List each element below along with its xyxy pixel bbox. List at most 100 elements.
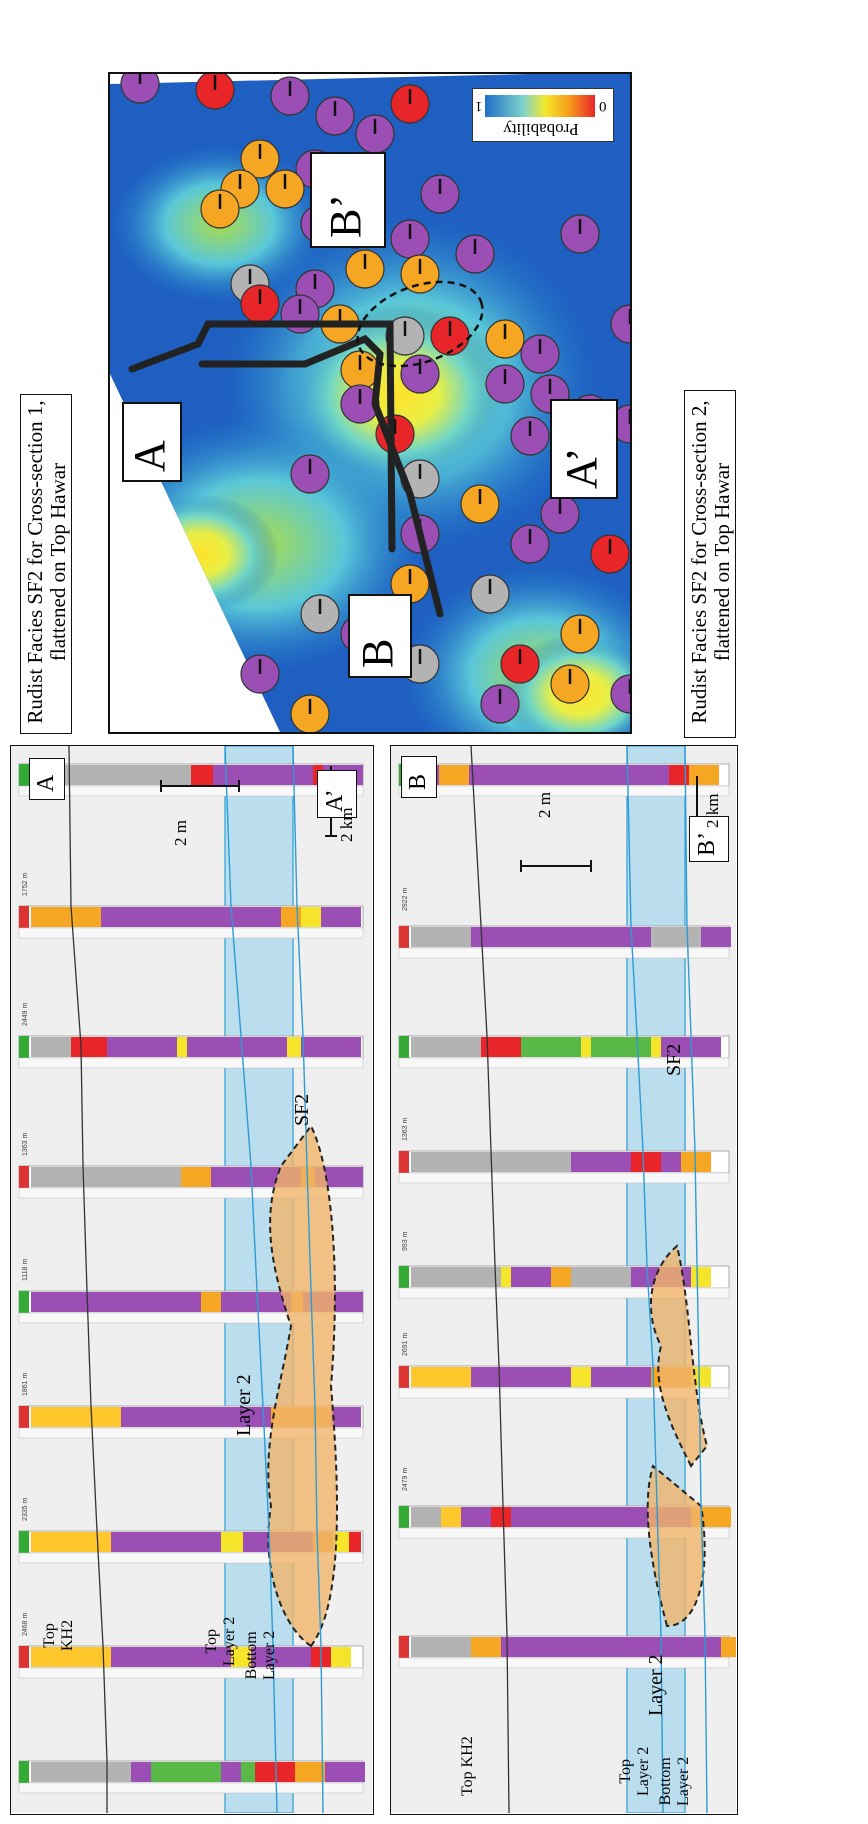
xs1-marker-bottom-layer2-1: Bottom xyxy=(243,1631,260,1680)
xs1-track-head-3 xyxy=(19,1166,29,1188)
probability-legend: 1 0 Probability xyxy=(472,88,614,142)
xs2-track-2-facies-5 xyxy=(651,1037,661,1057)
xs1-track-head-8 xyxy=(19,1761,29,1783)
xs1-track-3-facies-1 xyxy=(181,1167,211,1187)
xs1-track-1-facies-2 xyxy=(281,907,301,927)
xs2-scale-horizontal-label: 2 km xyxy=(703,793,722,828)
xs1-distance-6: 2468 m xyxy=(22,1612,29,1636)
map-label-a-box xyxy=(122,402,182,482)
xs2-track-head-3 xyxy=(399,1151,409,1173)
well-dot-57 xyxy=(610,304,630,344)
xs2-end-b-prime-realbox xyxy=(689,816,729,862)
xs2-track-5-facies-2 xyxy=(571,1367,591,1387)
xs1-track-ticks-8 xyxy=(18,1782,364,1794)
xs1-marker-top-kh2: Top KH2 xyxy=(41,1620,77,1651)
xs2-track-ticks-4 xyxy=(398,1287,730,1299)
xs2-track-6-facies-1 xyxy=(441,1507,461,1527)
xs2-track-ticks-6 xyxy=(398,1527,730,1539)
xs2-track-7-facies-3 xyxy=(721,1637,736,1657)
xs1-track-head-2 xyxy=(19,1036,29,1058)
map-label-b: B xyxy=(353,638,402,668)
xs2-track-7-facies-2 xyxy=(501,1637,721,1657)
xs2-track-head-1 xyxy=(399,926,409,948)
xs2-track-head-2 xyxy=(399,1036,409,1058)
xs1-track-4-facies-0 xyxy=(31,1292,201,1312)
xs1-track-2-facies-6 xyxy=(301,1037,361,1057)
xs1-track-8-facies-5 xyxy=(255,1762,295,1782)
section-line-b xyxy=(198,334,444,618)
xs1-distance-0: 1752 m xyxy=(22,872,29,896)
probability-legend-low: 0 xyxy=(599,98,607,114)
xs2-distance-4: 2479 m xyxy=(402,1467,409,1491)
xs1-track-4-facies-2 xyxy=(221,1292,291,1312)
xs2-track-3-facies-4 xyxy=(681,1152,711,1172)
xs2-track-4-facies-0 xyxy=(411,1267,501,1287)
xs1-track-ticks-6 xyxy=(18,1552,364,1564)
title-box-section1 xyxy=(20,394,72,734)
xs1-marker-bottom-layer2-2: Layer 2 xyxy=(261,1630,278,1680)
xs1-end-a-box xyxy=(29,758,65,800)
xs1-distance-3: 1118 m xyxy=(22,1259,29,1281)
xs1-track-8-facies-3 xyxy=(221,1762,241,1782)
xs1-track-5-facies-1 xyxy=(121,1407,271,1427)
xs2-track-head-7 xyxy=(399,1636,409,1658)
xs1-track-6-facies-6 xyxy=(349,1532,361,1552)
xs1-distance-5: 2335 m xyxy=(22,1497,29,1521)
title-box-section2 xyxy=(684,390,736,738)
xs1-sf2-body xyxy=(267,1124,338,1648)
xs2-track-head-5 xyxy=(399,1366,409,1388)
xs1-distance-2: 1363 m xyxy=(22,1132,29,1156)
xs2-track-6-facies-3 xyxy=(491,1507,511,1527)
xs1-layer2-label: Layer 2 xyxy=(233,1374,255,1436)
xs2-track-6-facies-4 xyxy=(511,1507,691,1527)
map-label-a-prime: A’ xyxy=(557,447,606,489)
map-label-b-prime: B’ xyxy=(321,194,370,238)
sf2-outline xyxy=(356,280,484,368)
xs2-track-head-4 xyxy=(399,1266,409,1288)
xs1-track-7-facies-1 xyxy=(111,1647,231,1667)
xs2-marker-bottom-layer2-2: Layer 2 xyxy=(675,1756,692,1806)
xs2-track-6-facies-2 xyxy=(461,1507,491,1527)
xs1-track-head-6 xyxy=(19,1531,29,1553)
well-dot-52 xyxy=(610,674,630,714)
xs2-track-2-facies-2 xyxy=(521,1037,581,1057)
xs1-track-8-facies-1 xyxy=(131,1762,151,1782)
xs2-track-4-facies-4 xyxy=(571,1267,631,1287)
xs2-track-3-facies-2 xyxy=(631,1152,661,1172)
xs2-marker-bottom-layer2: Bottom Layer 2 xyxy=(657,1757,693,1806)
xs1-track-ticks-4 xyxy=(18,1312,364,1324)
xs1-track-7-facies-2 xyxy=(231,1647,251,1667)
xs2-track-7-facies-1 xyxy=(471,1637,501,1657)
xs1-distance-1: 2449 m xyxy=(22,1002,29,1026)
xs2-track-ticks-3 xyxy=(398,1172,730,1184)
xs1-track-8-facies-6 xyxy=(295,1762,325,1782)
probability-legend-high: 1 xyxy=(475,98,483,114)
xs1-track-6-facies-0 xyxy=(31,1532,111,1552)
probability-legend-bar xyxy=(485,95,595,117)
xs2-track-2-facies-3 xyxy=(581,1037,591,1057)
xs1-track-2-facies-5 xyxy=(287,1037,301,1057)
xs1-scale-vertical-label: 2 m xyxy=(171,820,190,846)
xs1-track-2-facies-1 xyxy=(71,1037,107,1057)
xs2-track-5-facies-3 xyxy=(591,1367,651,1387)
xs1-sf2-label: SF2 xyxy=(291,1093,313,1126)
xs1-track-2-facies-2 xyxy=(107,1037,177,1057)
xs2-distance-1: 1363 m xyxy=(402,1117,409,1141)
xs1-bottom-layer2-line xyxy=(292,746,324,1813)
xs2-layer2-label: Layer 2 xyxy=(645,1654,667,1716)
xs2-sf2-body xyxy=(646,1244,709,1628)
title-section1-line1: Rudist Facies SF2 for Cross-section 1, xyxy=(23,400,47,724)
xs1-end-a-prime-box xyxy=(317,770,357,818)
section-line-a xyxy=(128,320,396,553)
xs1-track-7-facies-0 xyxy=(31,1647,111,1667)
xs1-marker-top-kh2-1: Top xyxy=(41,1623,58,1648)
title-section1-line2: flattened on Top Hawar xyxy=(46,462,70,662)
xs2-marker-top-layer2: Top Layer 2 xyxy=(617,1747,653,1796)
xs1-track-ticks-1 xyxy=(18,927,364,939)
xs2-marker-top-kh2-1: Top KH2 xyxy=(459,1736,476,1796)
xs2-sf2-label: SF2 xyxy=(663,1043,685,1076)
xs1-track-1-facies-3 xyxy=(301,907,321,927)
